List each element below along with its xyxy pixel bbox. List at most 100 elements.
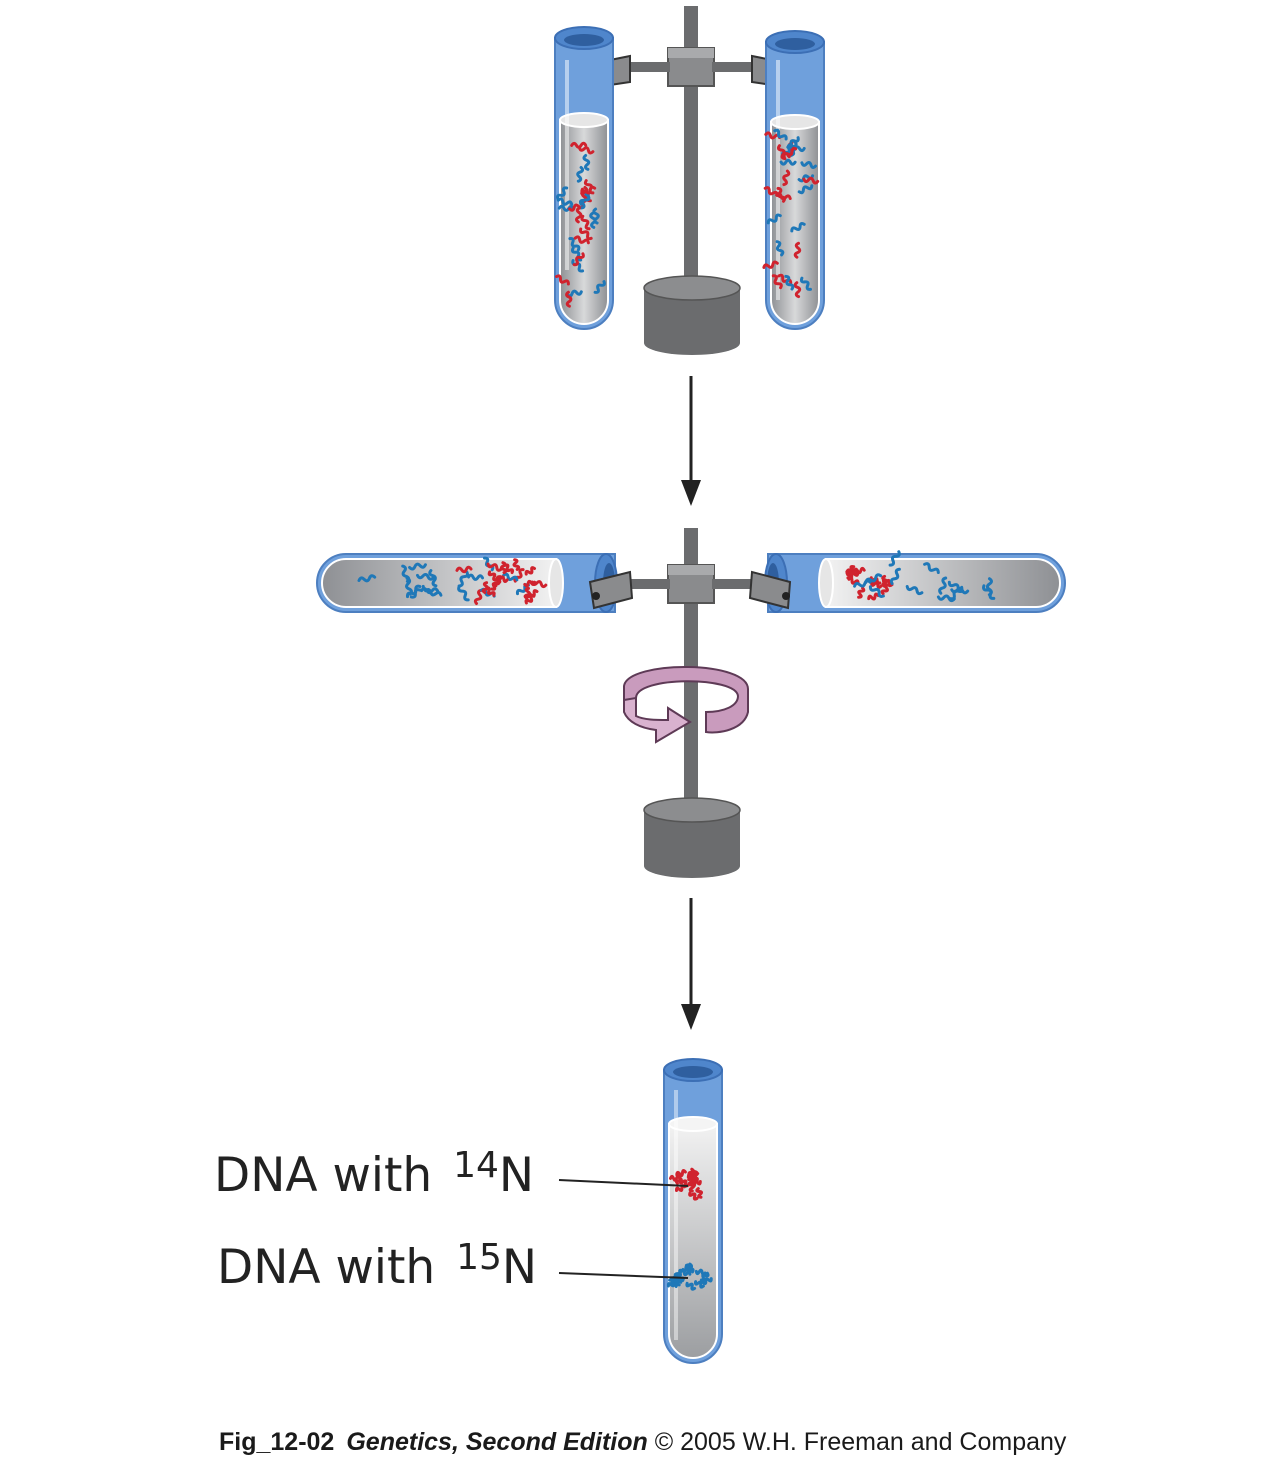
down-arrow-2	[681, 898, 701, 1030]
test-tube-right	[762, 30, 825, 330]
dna-strand-15n	[467, 573, 484, 581]
dna-strand-15n	[699, 1271, 710, 1282]
dna-strand-15n	[797, 184, 814, 195]
dna-strand-15n	[582, 154, 591, 171]
test-tube-left-spinning	[316, 553, 618, 613]
dna-strand-15n	[936, 594, 956, 603]
dna-strand-14n	[675, 1169, 687, 1177]
leader-line-14n	[558, 1179, 689, 1187]
tube-clamp-right	[748, 570, 792, 610]
dna-strand-14n	[555, 274, 570, 286]
dna-strand-15n	[557, 204, 575, 212]
dna-strand-15n	[556, 197, 574, 206]
result-tube	[663, 1058, 723, 1364]
dna-strand-14n	[762, 260, 779, 269]
dna-strand-14n	[565, 290, 573, 308]
dna-strand-15n	[888, 550, 901, 567]
dna-strand-15n	[786, 136, 800, 149]
rotor-arm-left	[620, 62, 670, 72]
label-dna-14n: DNA with 14N	[214, 1145, 535, 1203]
dna-strand-14n	[580, 185, 597, 195]
dna-strand-14n	[793, 281, 802, 299]
dna-strand-14n	[573, 235, 590, 245]
dna-strand-15n	[589, 211, 597, 229]
dna-strand-15n	[923, 562, 940, 574]
dna-strand-15n	[593, 280, 606, 294]
dna-strand-15n	[784, 274, 795, 291]
dna-strand-14n	[870, 581, 883, 589]
dna-strand-14n	[493, 575, 502, 588]
dna-strand-15n	[864, 573, 883, 584]
dna-strand-14n	[524, 566, 536, 576]
centrifuge-spinning	[316, 528, 1066, 878]
dna-strand-15n	[556, 186, 569, 201]
dna-strand-14n	[687, 1180, 696, 1193]
dna-strand-15n	[457, 570, 469, 588]
dna-strand-14n	[575, 206, 583, 224]
dna-strand-15n	[428, 569, 438, 588]
dna-strand-14n	[572, 252, 585, 267]
rotation-arrow-icon	[623, 666, 750, 744]
down-arrow-1	[681, 376, 701, 506]
rotor-arm-left	[618, 579, 670, 589]
dna-strand-15n	[420, 587, 440, 595]
dna-separating-right-tube	[845, 550, 996, 603]
dna-strand-15n	[408, 562, 427, 571]
dna-strand-14n	[695, 1187, 704, 1199]
dna-strand-15n	[568, 237, 581, 252]
dna-strand-15n	[685, 1281, 697, 1291]
dna-strand-15n	[701, 1277, 713, 1286]
dna-strand-15n	[800, 161, 817, 169]
dna-strand-14n	[512, 558, 521, 571]
copyright: © 2005 W.H. Freeman and Company	[647, 1428, 1067, 1456]
dna-strand-15n	[779, 158, 797, 166]
dna-strand-15n	[405, 576, 413, 596]
dna-strand-15n	[938, 576, 948, 595]
dna-strand-14n	[455, 565, 473, 574]
centrifuge-base	[644, 810, 740, 878]
dna-strand-15n	[684, 1263, 695, 1274]
dna-separating-left-tube	[357, 556, 548, 605]
dna-strand-14n	[523, 586, 532, 600]
dna-strand-14n	[688, 1171, 700, 1181]
dna-mixture-left-tube	[555, 141, 606, 308]
dna-strand-15n	[766, 213, 782, 225]
centrifuge-base	[644, 288, 740, 355]
figure-number: Fig_12-02	[219, 1428, 335, 1456]
dna-strand-15n	[457, 585, 470, 602]
dna-strand-15n	[579, 194, 591, 210]
dna-strand-15n	[576, 166, 585, 183]
dna-strand-14n	[867, 592, 880, 601]
test-tube-right-spinning	[764, 550, 1066, 613]
dna-strand-15n	[982, 584, 996, 600]
label-dna-15n: DNA with 15N	[217, 1237, 538, 1295]
dna-strand-14n	[857, 586, 866, 599]
book-title: Genetics, Second Edition	[346, 1428, 648, 1456]
dna-strand-14n	[578, 146, 595, 155]
centrifuge-at-rest	[554, 6, 825, 355]
dna-strand-15n	[950, 586, 970, 595]
dna-strand-14n	[580, 214, 591, 231]
figure-caption: Fig_12-02 Genetics, Second Edition © 2005…	[219, 1428, 1066, 1457]
dna-strand-15n	[790, 221, 806, 233]
dna-strand-15n	[693, 1280, 705, 1289]
dna-strand-14n	[486, 562, 503, 572]
dna-strand-14n	[782, 169, 791, 187]
dna-strand-14n	[802, 176, 820, 185]
dna-strand-15n	[775, 240, 785, 257]
dna-strand-14n	[793, 241, 802, 259]
dna-band-14n	[669, 1167, 704, 1201]
dna-strand-14n	[775, 192, 792, 201]
dna-strand-14n	[763, 186, 779, 197]
dna-strand-15n	[868, 585, 885, 598]
dna-strand-14n	[845, 568, 859, 576]
dna-strand-15n	[424, 587, 443, 597]
dna-strand-14n	[484, 586, 496, 597]
dna-strand-14n	[776, 144, 787, 161]
dna-strand-14n	[771, 274, 783, 290]
dna-strand-14n	[579, 227, 593, 241]
rotor-arm-right	[712, 579, 764, 589]
dna-strand-14n	[852, 566, 866, 575]
dna-strand-14n	[688, 1191, 699, 1201]
